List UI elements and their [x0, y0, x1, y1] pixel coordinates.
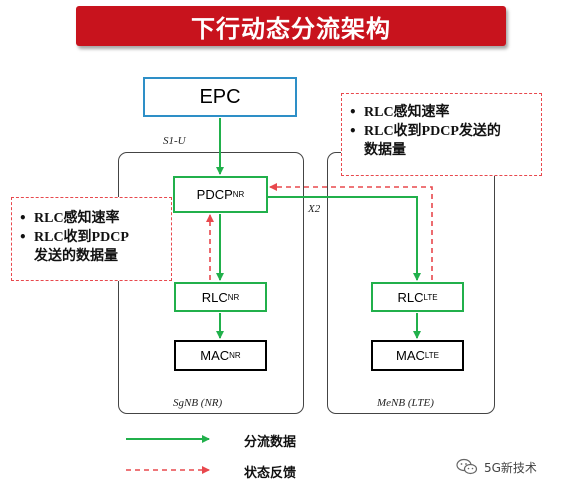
title-banner: 下行动态分流架构	[76, 6, 506, 46]
epc-label: EPC	[199, 85, 241, 108]
x2-interface-label: X2	[308, 203, 321, 215]
menb-label: MeNB (LTE)	[377, 397, 434, 409]
mac-nr-subscript: NR	[229, 351, 241, 360]
sgnb-node-frame	[118, 152, 304, 414]
mac-lte-subscript: LTE	[424, 351, 439, 360]
rlc-nr-label: RLC	[201, 289, 228, 305]
right-note-item: RLC收到PDCP发送的	[342, 122, 537, 141]
pdcp-to-rlc-lte-arrow	[268, 196, 421, 281]
epc-box: EPC	[143, 77, 297, 117]
legend-feedback-label: 状态反馈	[244, 466, 297, 481]
rlc-nr-subscript: NR	[227, 292, 240, 302]
rlc-lte-subscript: LTE	[423, 292, 438, 302]
sgnb-label: SgNB (NR)	[173, 397, 223, 409]
wechat-icon	[456, 458, 478, 475]
pdcp-nr-label: PDCP	[196, 187, 233, 202]
left-note-continuation: 发送的数据量	[34, 249, 118, 264]
rlc-lte-label: RLC	[397, 289, 424, 305]
rlc-lte-feedback-arrow	[269, 183, 433, 280]
left-note-item: RLC收到PDCP	[12, 228, 167, 247]
mac-lte-label: MAC	[396, 348, 425, 363]
right-note-item: RLC感知速率	[342, 103, 537, 122]
watermark-text: 5G新技术	[484, 460, 537, 475]
right-note-continuation: 数据量	[364, 143, 406, 158]
watermark: 5G新技术	[456, 458, 537, 476]
mac-nr-label: MAC	[200, 348, 230, 363]
left-annotation-box: RLC感知速率 RLC收到PDCP 发送的数据量	[11, 197, 172, 281]
legend-data-label: 分流数据	[244, 435, 297, 450]
page-title: 下行动态分流架构	[191, 14, 391, 43]
pdcp-nr-subscript: NR	[232, 190, 245, 199]
left-note-item: RLC感知速率	[12, 209, 167, 228]
right-annotation-box: RLC感知速率 RLC收到PDCP发送的 数据量	[341, 93, 542, 176]
s1u-interface-label: S1-U	[163, 135, 186, 147]
